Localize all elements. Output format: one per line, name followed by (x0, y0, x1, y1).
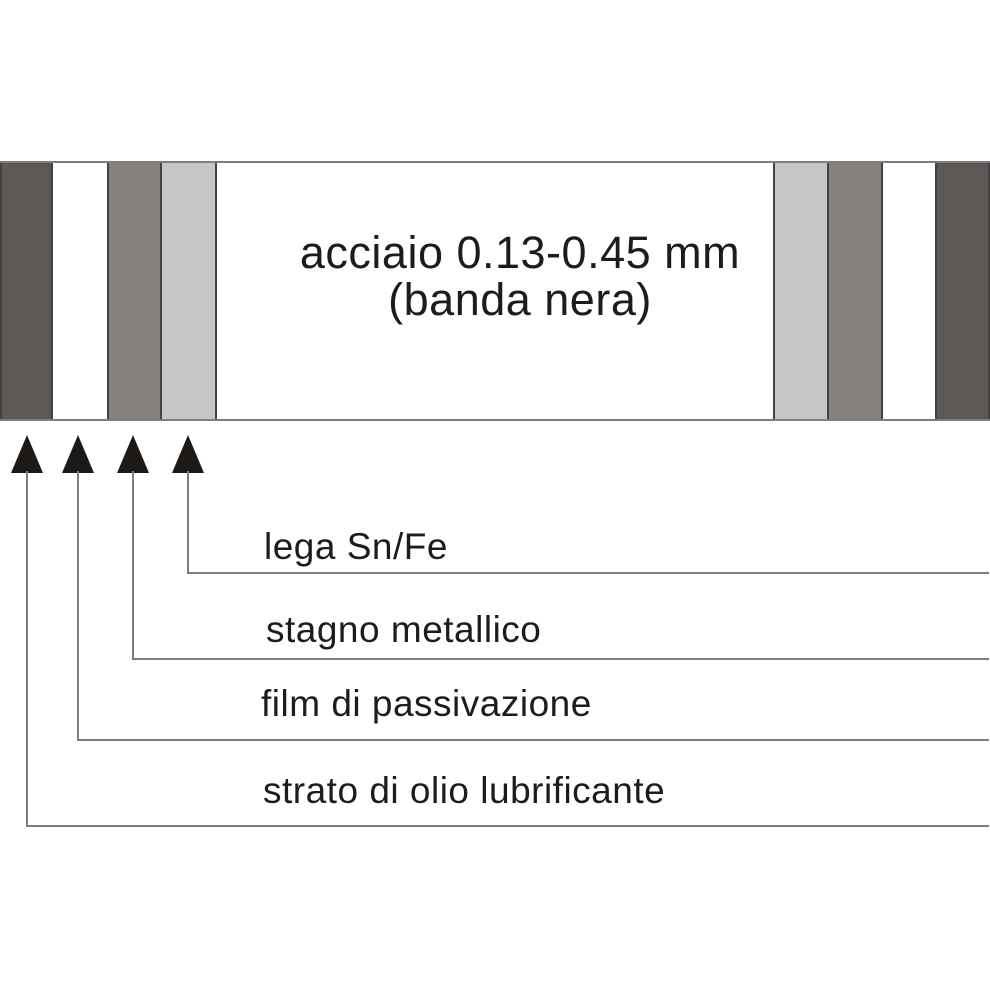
stripe-oil-layer-right (935, 163, 990, 419)
leader-hline-snfe-alloy (187, 572, 989, 574)
leader-vline-metallic-tin (132, 471, 134, 658)
label-snfe-alloy: lega Sn/Fe (264, 526, 448, 567)
label-oil-layer: strato di olio lubrificante (263, 770, 666, 811)
leader-vline-snfe-alloy (187, 471, 189, 572)
leader-hline-passivation-film (77, 739, 989, 741)
steel-core-title: acciaio 0.13-0.45 mm (banda nera) (217, 229, 799, 323)
leader-hline-oil-layer (26, 825, 989, 827)
stripe-snfe-alloy-left (160, 163, 217, 419)
arrow-up-icon-snfe-alloy (172, 435, 204, 473)
stripe-metallic-tin-right (827, 163, 883, 419)
steel-core-title-line1: acciaio 0.13-0.45 mm (299, 227, 741, 278)
arrow-up-icon-oil-layer (11, 435, 43, 473)
label-passivation-film: film di passivazione (261, 683, 592, 724)
label-metallic-tin: stagno metallico (266, 609, 542, 650)
leader-hline-metallic-tin (132, 658, 989, 660)
stripe-metallic-tin-left (107, 163, 162, 419)
leader-vline-oil-layer (26, 471, 28, 825)
steel-core-title-line2: (banda nera) (388, 274, 652, 325)
cross-section-band: acciaio 0.13-0.45 mm (banda nera) (0, 161, 990, 421)
leader-vline-passivation-film (77, 471, 79, 739)
stripe-oil-layer-left (0, 163, 53, 419)
arrow-up-icon-passivation-film (62, 435, 94, 473)
arrow-up-icon-metallic-tin (117, 435, 149, 473)
